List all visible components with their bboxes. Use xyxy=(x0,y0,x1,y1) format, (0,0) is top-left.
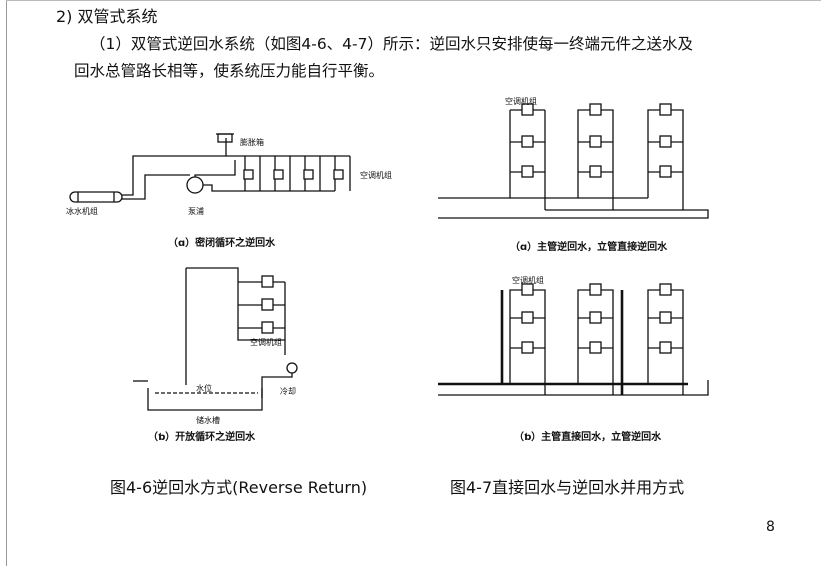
paragraph-line-2: 回水总管路长相等，使系统压力能自行平衡。 xyxy=(74,62,385,80)
top-frame-line xyxy=(6,0,821,1)
ahu-label: 空调机组 xyxy=(360,170,392,180)
ahu-box xyxy=(589,311,602,324)
ahu-box xyxy=(589,135,602,148)
ahu-box xyxy=(521,283,534,296)
tank-level-label: 水位 xyxy=(196,383,212,393)
chiller-unit xyxy=(69,191,123,203)
ahu-box xyxy=(589,103,602,116)
sump-tank xyxy=(147,388,263,411)
figure-4-6-caption: 图4-6逆回水方式(Reverse Return) xyxy=(110,478,368,497)
expansion-tank-label: 膨胀箱 xyxy=(240,137,264,147)
ahu-box xyxy=(333,169,344,180)
fig47b-diagram xyxy=(438,283,709,396)
paragraph-line-1: （1）双管式逆回水系统（如图4-6、4-7）所示：逆回水只安排使每一终端元件之送… xyxy=(90,35,693,53)
ahu-box xyxy=(659,103,672,116)
ahu-box xyxy=(261,298,274,311)
ahu-box xyxy=(521,311,534,324)
fig46b-caption: （ƅ）开放循环之逆回水 xyxy=(148,430,256,443)
ahu-box xyxy=(589,283,602,296)
cooling-label: 冷却 xyxy=(280,386,296,396)
ahu-box xyxy=(521,135,534,148)
ahu-box xyxy=(589,341,602,354)
ahu-label: 空调机组 xyxy=(505,96,537,106)
ahu-box xyxy=(261,321,274,334)
fig47b-caption: （ƅ）主管直接回水，立管逆回水 xyxy=(514,430,662,443)
body-paragraph: （1）双管式逆回水系统（如图4-6、4-7）所示：逆回水只安排使每一终端元件之送… xyxy=(74,31,790,85)
pump xyxy=(286,362,298,374)
ahu-box xyxy=(521,165,534,178)
figure-4-7-caption: 图4-7直接回水与逆回水并用方式 xyxy=(450,478,685,497)
ahu-box xyxy=(521,103,534,116)
pump xyxy=(186,176,204,194)
ahu-box xyxy=(303,169,314,180)
ahu-box xyxy=(659,165,672,178)
ahu-box xyxy=(243,169,254,180)
section-heading: 2) 双管式系统 xyxy=(56,7,158,26)
ahu-box xyxy=(659,341,672,354)
fig46b-diagram xyxy=(133,267,298,411)
expansion-tank xyxy=(217,133,233,143)
ahu-box xyxy=(589,165,602,178)
left-frame-line xyxy=(6,0,7,566)
fig47a-caption: （ɑ）主管逆回水，立管直接逆回水 xyxy=(510,240,668,253)
ahu-box xyxy=(273,169,284,180)
sump-label: 储水槽 xyxy=(196,415,220,425)
ahu-label: 空调机组 xyxy=(250,337,282,347)
fig46a-diagram xyxy=(69,133,351,203)
fig46a-caption: （ɑ）密闭循环之逆回水 xyxy=(168,236,276,249)
pump-label: 泵浦 xyxy=(188,206,204,216)
page-number: 8 xyxy=(766,519,775,535)
ahu-box xyxy=(261,275,274,288)
chiller-label: 冰水机组 xyxy=(66,206,98,216)
ahu-box xyxy=(521,341,534,354)
ahu-box xyxy=(659,311,672,324)
fig47a-diagram xyxy=(438,103,709,219)
ahu-label: 空调机组 xyxy=(512,275,544,285)
ahu-box xyxy=(659,283,672,296)
ahu-box xyxy=(659,135,672,148)
